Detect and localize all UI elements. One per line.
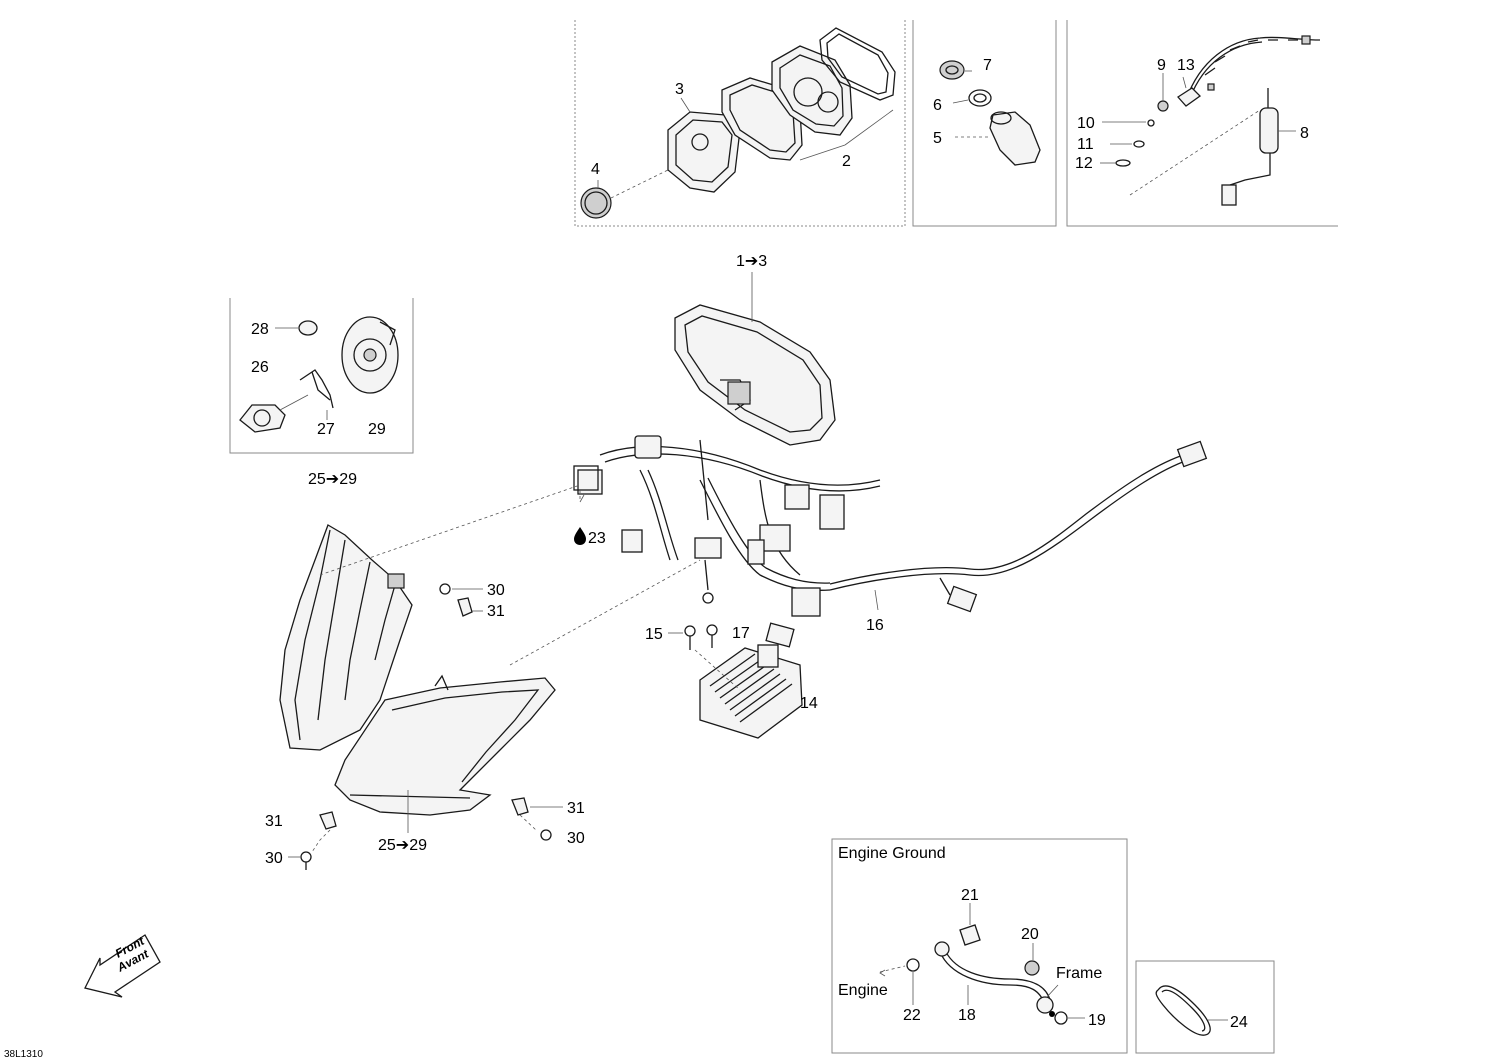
headlamp-bulb [239,404,286,433]
cable-clamp [1155,985,1211,1036]
label-4: 4 [591,161,600,178]
headlamp-clip-nut-upper [439,583,473,617]
engine-ground-title: Engine Ground [838,845,946,862]
switch-detail-box [912,20,1057,227]
ground-star-washer-engine [906,958,920,972]
headlamp-screw-left [300,851,312,870]
label-10: 10 [1077,115,1095,132]
ground-bolt [959,924,981,946]
label-20: 20 [1021,926,1039,943]
switch-ring [968,89,992,107]
label-25-29-upper: 25➔29 [308,471,357,488]
label-29: 29 [368,421,386,438]
label-21: 21 [961,887,979,904]
label-30-lower-left: 30 [265,850,283,867]
sensor-detail-box [1066,20,1338,227]
ground-nut [1024,960,1040,976]
label-31-lower-right: 31 [567,800,585,817]
label-8: 8 [1300,125,1309,142]
ground-star-washer-frame [1049,1011,1068,1025]
engine-label: Engine [838,982,888,999]
label-12: 12 [1075,155,1093,172]
headlamp-lens [334,674,556,816]
label-27: 27 [317,421,335,438]
switch-body [989,111,1041,166]
label-2: 2 [842,153,851,170]
bulb-retainer-spring [299,369,334,409]
sensor-coiled-cable [1177,35,1321,107]
label-31-upper: 31 [487,603,505,620]
label-25-29-lower: 25➔29 [378,837,427,854]
ground-cable [934,941,1054,1014]
label-6: 6 [933,97,942,114]
label-26: 26 [251,359,269,376]
label-22: 22 [903,1007,921,1024]
label-17: 17 [732,625,750,642]
bulb-socket-cap [298,320,318,336]
label-18: 18 [958,1007,976,1024]
label-5: 5 [933,130,942,147]
drop-icon [574,527,586,545]
regulator-bolt-a [684,625,696,650]
sensor-nut [1157,100,1169,112]
frame-label: Frame [1056,965,1102,982]
label-23: 23 [588,530,606,547]
label-1-3: 1➔3 [736,253,767,270]
gauge-assembly [674,304,836,446]
gauge-gasket [819,27,896,101]
diagram-code: 38L1310 [4,1049,43,1060]
headlamp-clip-right [511,797,529,816]
label-14: 14 [800,695,818,712]
harness-connector-front [573,465,603,495]
headlamp-clip-left [319,811,337,830]
sensor-washer-b [1133,140,1145,148]
clamp-detail-box [1135,960,1275,1054]
headlamp-bulb-detail-box [229,298,414,454]
regulator-connector [765,622,795,648]
headlamp-screw-right [540,829,552,841]
front-arrow-icon: Front Avant [84,933,161,998]
engine-ground-box [831,838,1128,1054]
wiring-harness [599,435,1208,617]
label-9: 9 [1157,57,1166,74]
gauge-logo-badge [580,187,612,219]
headlamp-cover [341,316,399,394]
label-16: 16 [866,617,884,634]
label-31-lower-left: 31 [265,813,283,830]
label-30-lower-right: 30 [567,830,585,847]
label-11: 11 [1077,136,1094,153]
voltage-regulator [699,644,803,739]
speed-sensor [1221,88,1279,206]
label-28: 28 [251,321,269,338]
label-3: 3 [675,81,684,98]
label-24: 24 [1230,1014,1248,1031]
switch-nut [939,60,965,80]
label-7: 7 [983,57,992,74]
sensor-washer-a [1147,119,1155,127]
label-19: 19 [1088,1012,1106,1029]
headlamp-housing [279,524,413,751]
label-30-upper: 30 [487,582,505,599]
label-15: 15 [645,626,663,643]
sensor-washer-c [1115,159,1131,167]
gauge-bezel [667,111,741,193]
gauge-cluster-face [771,45,853,136]
regulator-bolt-b [706,624,718,648]
label-13: 13 [1177,57,1195,74]
